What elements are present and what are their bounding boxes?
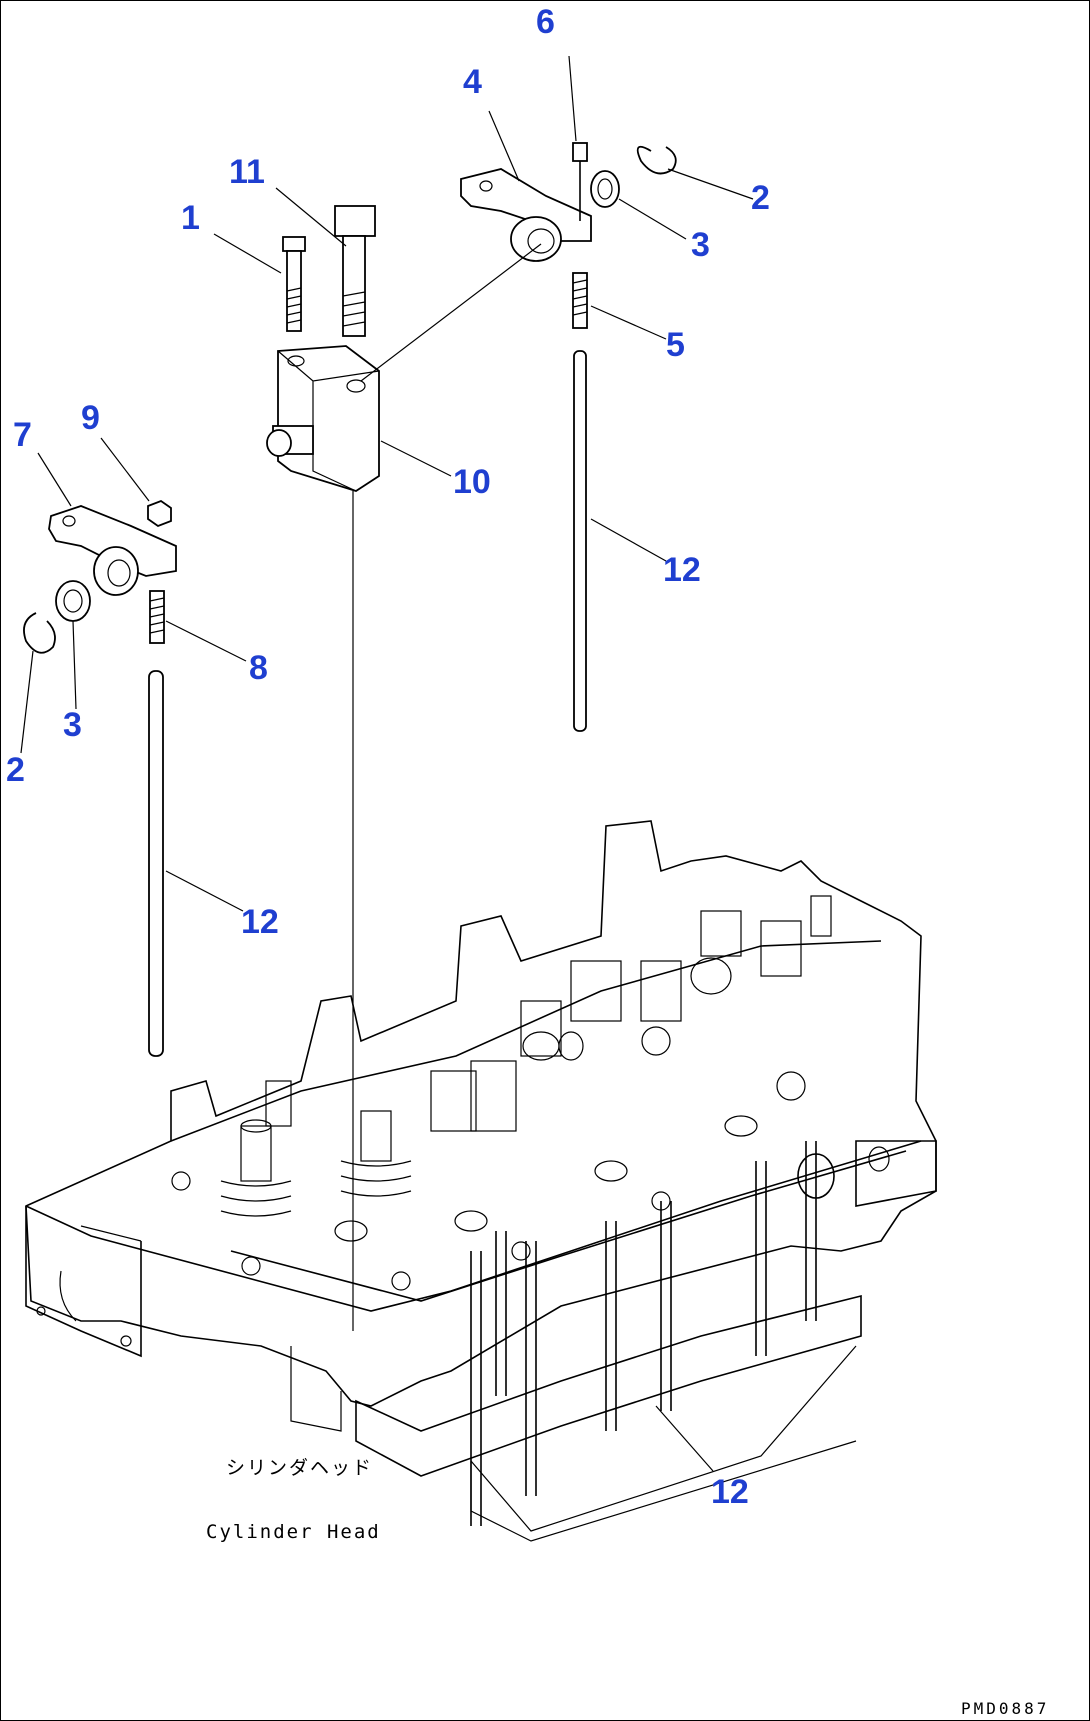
- callout-4: 4: [463, 63, 482, 101]
- callout-3-lower: 3: [63, 706, 82, 744]
- push-rod-12-upper-shape: [573, 350, 587, 732]
- cylinder-head-caption: シリンダヘッド Cylinder Head: [206, 1457, 381, 1543]
- callout-1: 1: [181, 199, 200, 237]
- caption-english: Cylinder Head: [206, 1521, 381, 1543]
- callout-5: 5: [666, 326, 685, 364]
- push-rod-12-left-shape: [148, 670, 164, 1057]
- exploded-parts: [23, 142, 677, 1331]
- callout-2-upper: 2: [751, 179, 770, 217]
- washer-3-lower-shape: [55, 580, 91, 622]
- nut-9-shape: [147, 499, 172, 528]
- caption-japanese: シリンダヘッド: [226, 1457, 373, 1479]
- callout-9: 9: [81, 399, 100, 437]
- callouts: 1 11 6 4 2 3 5 10 12 7 9 8 3 2 12 12: [6, 3, 770, 1511]
- cylinder-head-drawing: [25, 820, 937, 1542]
- circlip-2-upper-shape: [636, 145, 677, 175]
- callout-12-lower: 12: [711, 1473, 749, 1511]
- callout-7: 7: [13, 416, 32, 454]
- rocker-arm-4-shape: [460, 142, 592, 262]
- callout-8: 8: [249, 649, 268, 687]
- rocker-arm-7-shape: [48, 505, 177, 596]
- bolt-1-shape: [282, 236, 306, 332]
- rocker-shaft-support-10-shape: [266, 345, 380, 492]
- circlip-2-lower-shape: [23, 612, 56, 654]
- drawing-id: PMD0887: [961, 1699, 1049, 1718]
- washer-3-upper-shape: [590, 170, 620, 208]
- callout-2-lower: 2: [6, 751, 25, 789]
- leader-lines: [20, 55, 754, 1472]
- callout-11: 11: [229, 153, 265, 191]
- callout-10: 10: [453, 463, 491, 501]
- callout-3-upper: 3: [691, 226, 710, 264]
- callout-12-upper: 12: [663, 551, 701, 589]
- callout-12-left: 12: [241, 903, 279, 941]
- callout-6: 6: [536, 3, 555, 41]
- bolt-11-shape: [334, 205, 376, 337]
